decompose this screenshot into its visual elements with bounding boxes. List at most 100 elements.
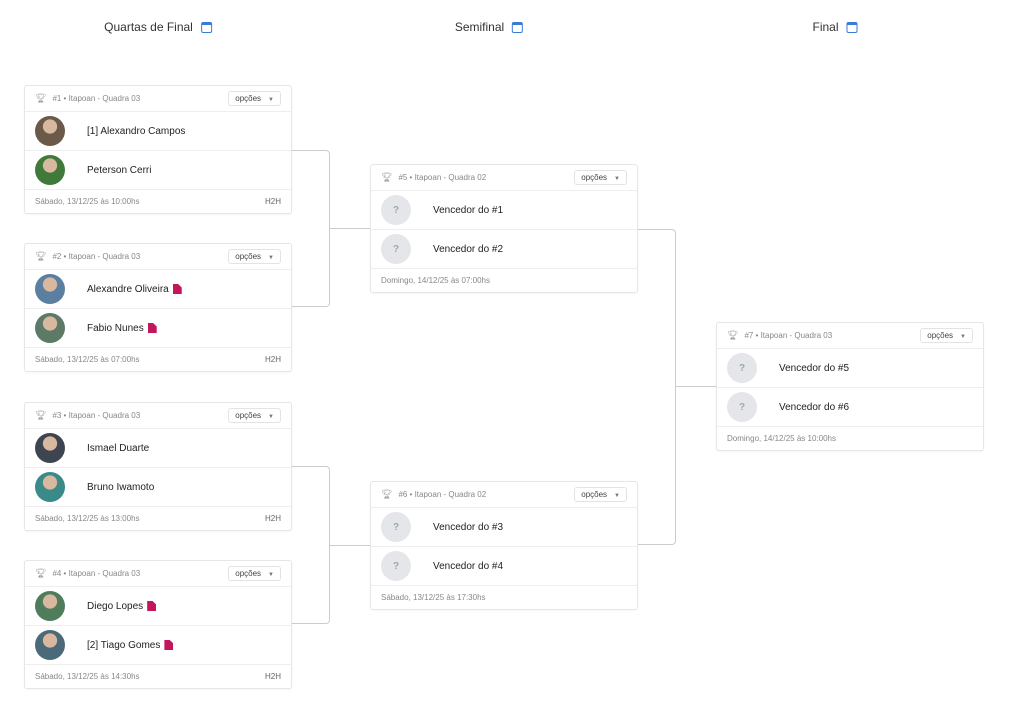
calendar-icon[interactable] bbox=[512, 21, 524, 33]
trophy-icon: 🏆︎ bbox=[35, 93, 47, 103]
player-avatar bbox=[35, 116, 65, 146]
options-dropdown[interactable]: opções ▼ bbox=[574, 170, 627, 185]
player-name: [2] Tiago Gomes bbox=[87, 639, 161, 651]
options-label: opções bbox=[235, 411, 262, 420]
player-row[interactable]: ?Vencedor do #2 bbox=[371, 230, 637, 269]
player-name: Vencedor do #1 bbox=[433, 204, 504, 216]
player-row[interactable]: Peterson Cerri bbox=[25, 151, 291, 190]
calendar-icon[interactable] bbox=[846, 21, 858, 33]
calendar-icon[interactable] bbox=[200, 21, 212, 33]
caret-down-icon: ▼ bbox=[268, 97, 274, 103]
match-info: #7 • Itapoan - Quadra 03 bbox=[744, 331, 833, 340]
match-date: Sábado, 13/12/25 às 07:00hs bbox=[35, 355, 140, 364]
player-row[interactable]: Fabio Nunes bbox=[25, 309, 291, 348]
placeholder-avatar: ? bbox=[381, 512, 411, 542]
bracket-connector bbox=[637, 229, 676, 545]
document-icon bbox=[147, 601, 157, 611]
options-dropdown[interactable]: opções ▼ bbox=[920, 328, 973, 343]
match-date: Domingo, 14/12/25 às 10:00hs bbox=[727, 434, 836, 443]
player-row[interactable]: Diego Lopes bbox=[25, 587, 291, 626]
bracket-connector bbox=[330, 228, 370, 229]
options-dropdown[interactable]: opções▼ bbox=[228, 566, 281, 581]
player-row[interactable]: ?Vencedor do #3 bbox=[371, 508, 637, 547]
player-name: Vencedor do #6 bbox=[779, 401, 850, 413]
match-info: #5 • Itapoan - Quadra 02 bbox=[398, 173, 487, 182]
options-dropdown[interactable]: opções ▼ bbox=[228, 408, 281, 423]
options-dropdown[interactable]: opções ▼ bbox=[228, 91, 281, 106]
options-dropdown[interactable]: opções▼ bbox=[574, 487, 627, 502]
match-footer: Sábado, 13/12/25 às 10:00hs H2H bbox=[25, 190, 291, 213]
round-header-semifinal: Semifinal bbox=[454, 20, 524, 34]
caret-down-icon: ▼ bbox=[960, 334, 966, 340]
player-avatar bbox=[35, 472, 65, 502]
player-row[interactable]: ? Vencedor do #1 bbox=[371, 191, 637, 230]
player-row[interactable]: ?Vencedor do #4 bbox=[371, 547, 637, 586]
player-avatar bbox=[35, 274, 65, 304]
round-title: Semifinal bbox=[454, 20, 505, 34]
player-row[interactable]: ? Vencedor do #6 bbox=[717, 388, 983, 427]
match-footer: Sábado, 13/12/25 às 07:00hs H2H bbox=[25, 348, 291, 371]
match-header: 🏆︎ #7 • Itapoan - Quadra 03 opções ▼ bbox=[717, 323, 983, 349]
placeholder-avatar: ? bbox=[727, 392, 757, 422]
player-row[interactable]: Bruno Iwamoto bbox=[25, 468, 291, 507]
match-date: Sábado, 13/12/25 às 13:00hs bbox=[35, 514, 140, 523]
h2h-link[interactable]: H2H bbox=[264, 514, 281, 523]
options-label: opções bbox=[927, 331, 954, 340]
round-title: Final bbox=[812, 20, 839, 34]
trophy-icon: 🏆︎ bbox=[35, 568, 47, 578]
player-name: Vencedor do #5 bbox=[779, 362, 850, 374]
document-icon bbox=[164, 640, 174, 650]
match-footer: Sábado, 13/12/25 às 14:30hs H2H bbox=[25, 665, 291, 688]
player-avatar bbox=[35, 591, 65, 621]
player-name: Bruno Iwamoto bbox=[87, 481, 155, 493]
match-footer: Domingo, 14/12/25 às 10:00hs bbox=[717, 427, 983, 450]
round-title: Quartas de Final bbox=[104, 20, 193, 34]
caret-down-icon: ▼ bbox=[268, 255, 274, 261]
player-name: Diego Lopes bbox=[87, 600, 144, 612]
h2h-link[interactable]: H2H bbox=[264, 197, 281, 206]
placeholder-avatar: ? bbox=[381, 195, 411, 225]
match-info: #3 • Itapoan - Quadra 03 bbox=[52, 411, 141, 420]
trophy-icon: 🏆︎ bbox=[381, 172, 393, 182]
options-label: opções bbox=[235, 252, 262, 261]
bracket-connector bbox=[676, 386, 716, 387]
player-row[interactable]: [1] Alexandro Campos bbox=[25, 112, 291, 151]
h2h-link[interactable]: H2H bbox=[264, 355, 281, 364]
player-row[interactable]: Alexandre Oliveira bbox=[25, 270, 291, 309]
match-header: 🏆︎ #6 • Itapoan - Quadra 02 opções▼ bbox=[371, 482, 637, 508]
match-card: 🏆︎ #6 • Itapoan - Quadra 02 opções▼ ?Venced… bbox=[370, 481, 638, 610]
caret-down-icon: ▼ bbox=[268, 414, 274, 420]
trophy-icon: 🏆︎ bbox=[381, 489, 393, 499]
player-name: Peterson Cerri bbox=[87, 164, 152, 176]
player-avatar bbox=[35, 630, 65, 660]
options-label: opções bbox=[581, 173, 608, 182]
match-info: #6 • Itapoan - Quadra 02 bbox=[398, 490, 487, 499]
player-row[interactable]: [2] Tiago Gomes bbox=[25, 626, 291, 665]
caret-down-icon: ▼ bbox=[614, 176, 620, 182]
player-row[interactable]: ? Vencedor do #5 bbox=[717, 349, 983, 388]
match-footer: Sábado, 13/12/25 às 13:00hs H2H bbox=[25, 507, 291, 530]
match-card: 🏆︎ #7 • Itapoan - Quadra 03 opções ▼? Venced… bbox=[716, 322, 984, 451]
match-date: Sábado, 13/12/25 às 14:30hs bbox=[35, 672, 140, 681]
document-icon bbox=[172, 284, 182, 294]
player-row[interactable]: Ismael Duarte bbox=[25, 429, 291, 468]
options-dropdown[interactable]: opções ▼ bbox=[228, 249, 281, 264]
options-label: opções bbox=[581, 490, 608, 499]
match-date: Sábado, 13/12/25 às 10:00hs bbox=[35, 197, 140, 206]
h2h-link[interactable]: H2H bbox=[264, 672, 281, 681]
bracket-connector bbox=[292, 150, 330, 307]
bracket-connector bbox=[292, 466, 330, 624]
caret-down-icon: ▼ bbox=[268, 572, 274, 578]
trophy-icon: 🏆︎ bbox=[727, 330, 739, 340]
match-footer: Sábado, 13/12/25 às 17:30hs bbox=[371, 586, 637, 609]
options-label: opções bbox=[235, 94, 262, 103]
placeholder-avatar: ? bbox=[727, 353, 757, 383]
